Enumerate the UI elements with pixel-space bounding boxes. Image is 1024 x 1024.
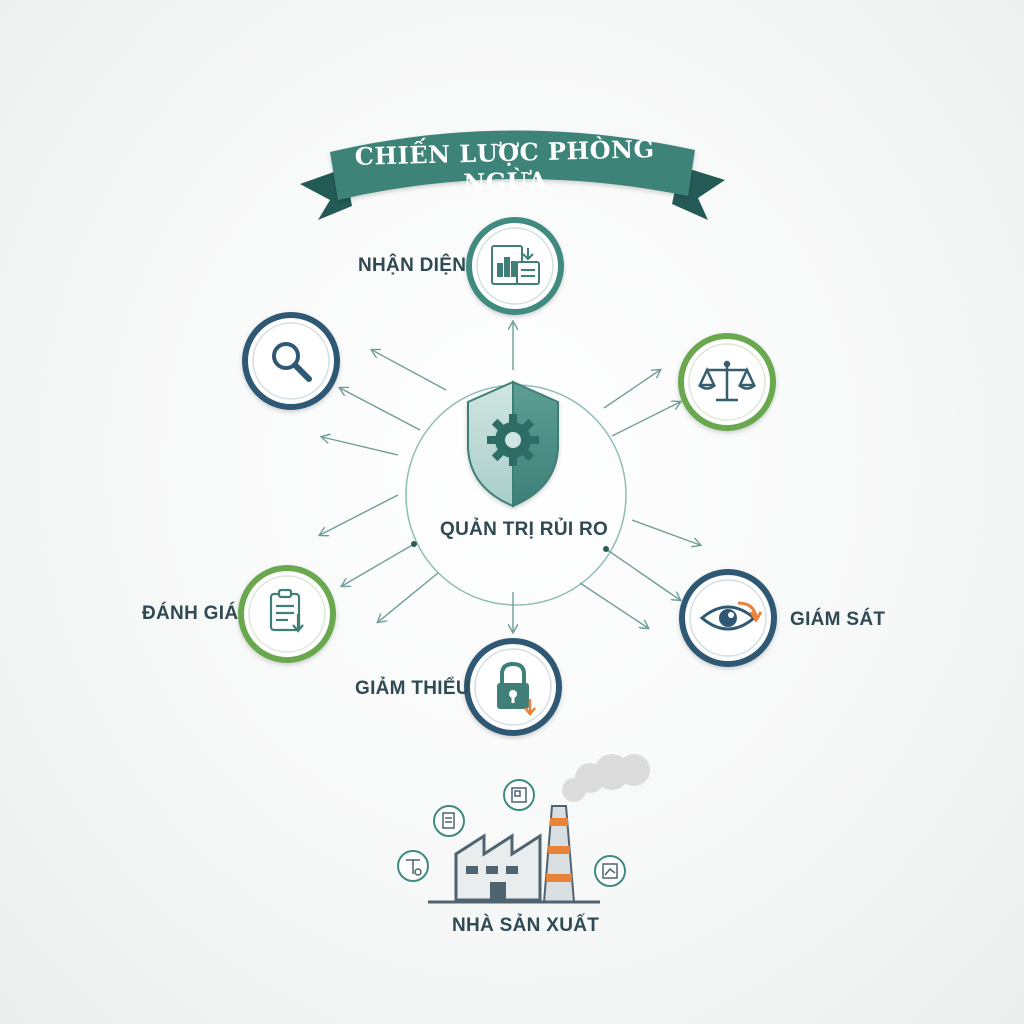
clipboard-icon	[269, 588, 304, 633]
factory-label: NHÀ SẢN XUẤT	[452, 915, 600, 936]
scale-icon	[698, 360, 756, 402]
page-title: CHIẾN LƯỢC PHÒNG NGỪA	[354, 134, 655, 198]
label-monitor: GIÁM SÁT	[790, 609, 886, 630]
magnifier-icon	[272, 342, 312, 382]
node-mitigate[interactable]	[464, 638, 562, 736]
node-assess[interactable]	[238, 565, 336, 663]
label-assess: ĐÁNH GIÁ	[142, 603, 239, 624]
node-monitor[interactable]	[679, 569, 777, 667]
label-identify: NHẬN DIỆN	[358, 255, 467, 276]
factory-icon	[397, 754, 650, 904]
node-balance[interactable]	[678, 333, 776, 431]
title-banner	[300, 130, 725, 220]
node-search[interactable]	[242, 312, 340, 410]
node-identify[interactable]	[466, 217, 564, 315]
connector-arrows	[320, 322, 700, 632]
label-mitigate: GIẢM THIỂU	[355, 678, 470, 699]
shield-gear-icon	[467, 380, 559, 508]
eye-icon	[699, 601, 763, 631]
report-chart-icon	[491, 245, 540, 285]
padlock-icon	[497, 661, 536, 716]
center-label: QUẢN TRỊ RỦI RO	[440, 519, 609, 540]
